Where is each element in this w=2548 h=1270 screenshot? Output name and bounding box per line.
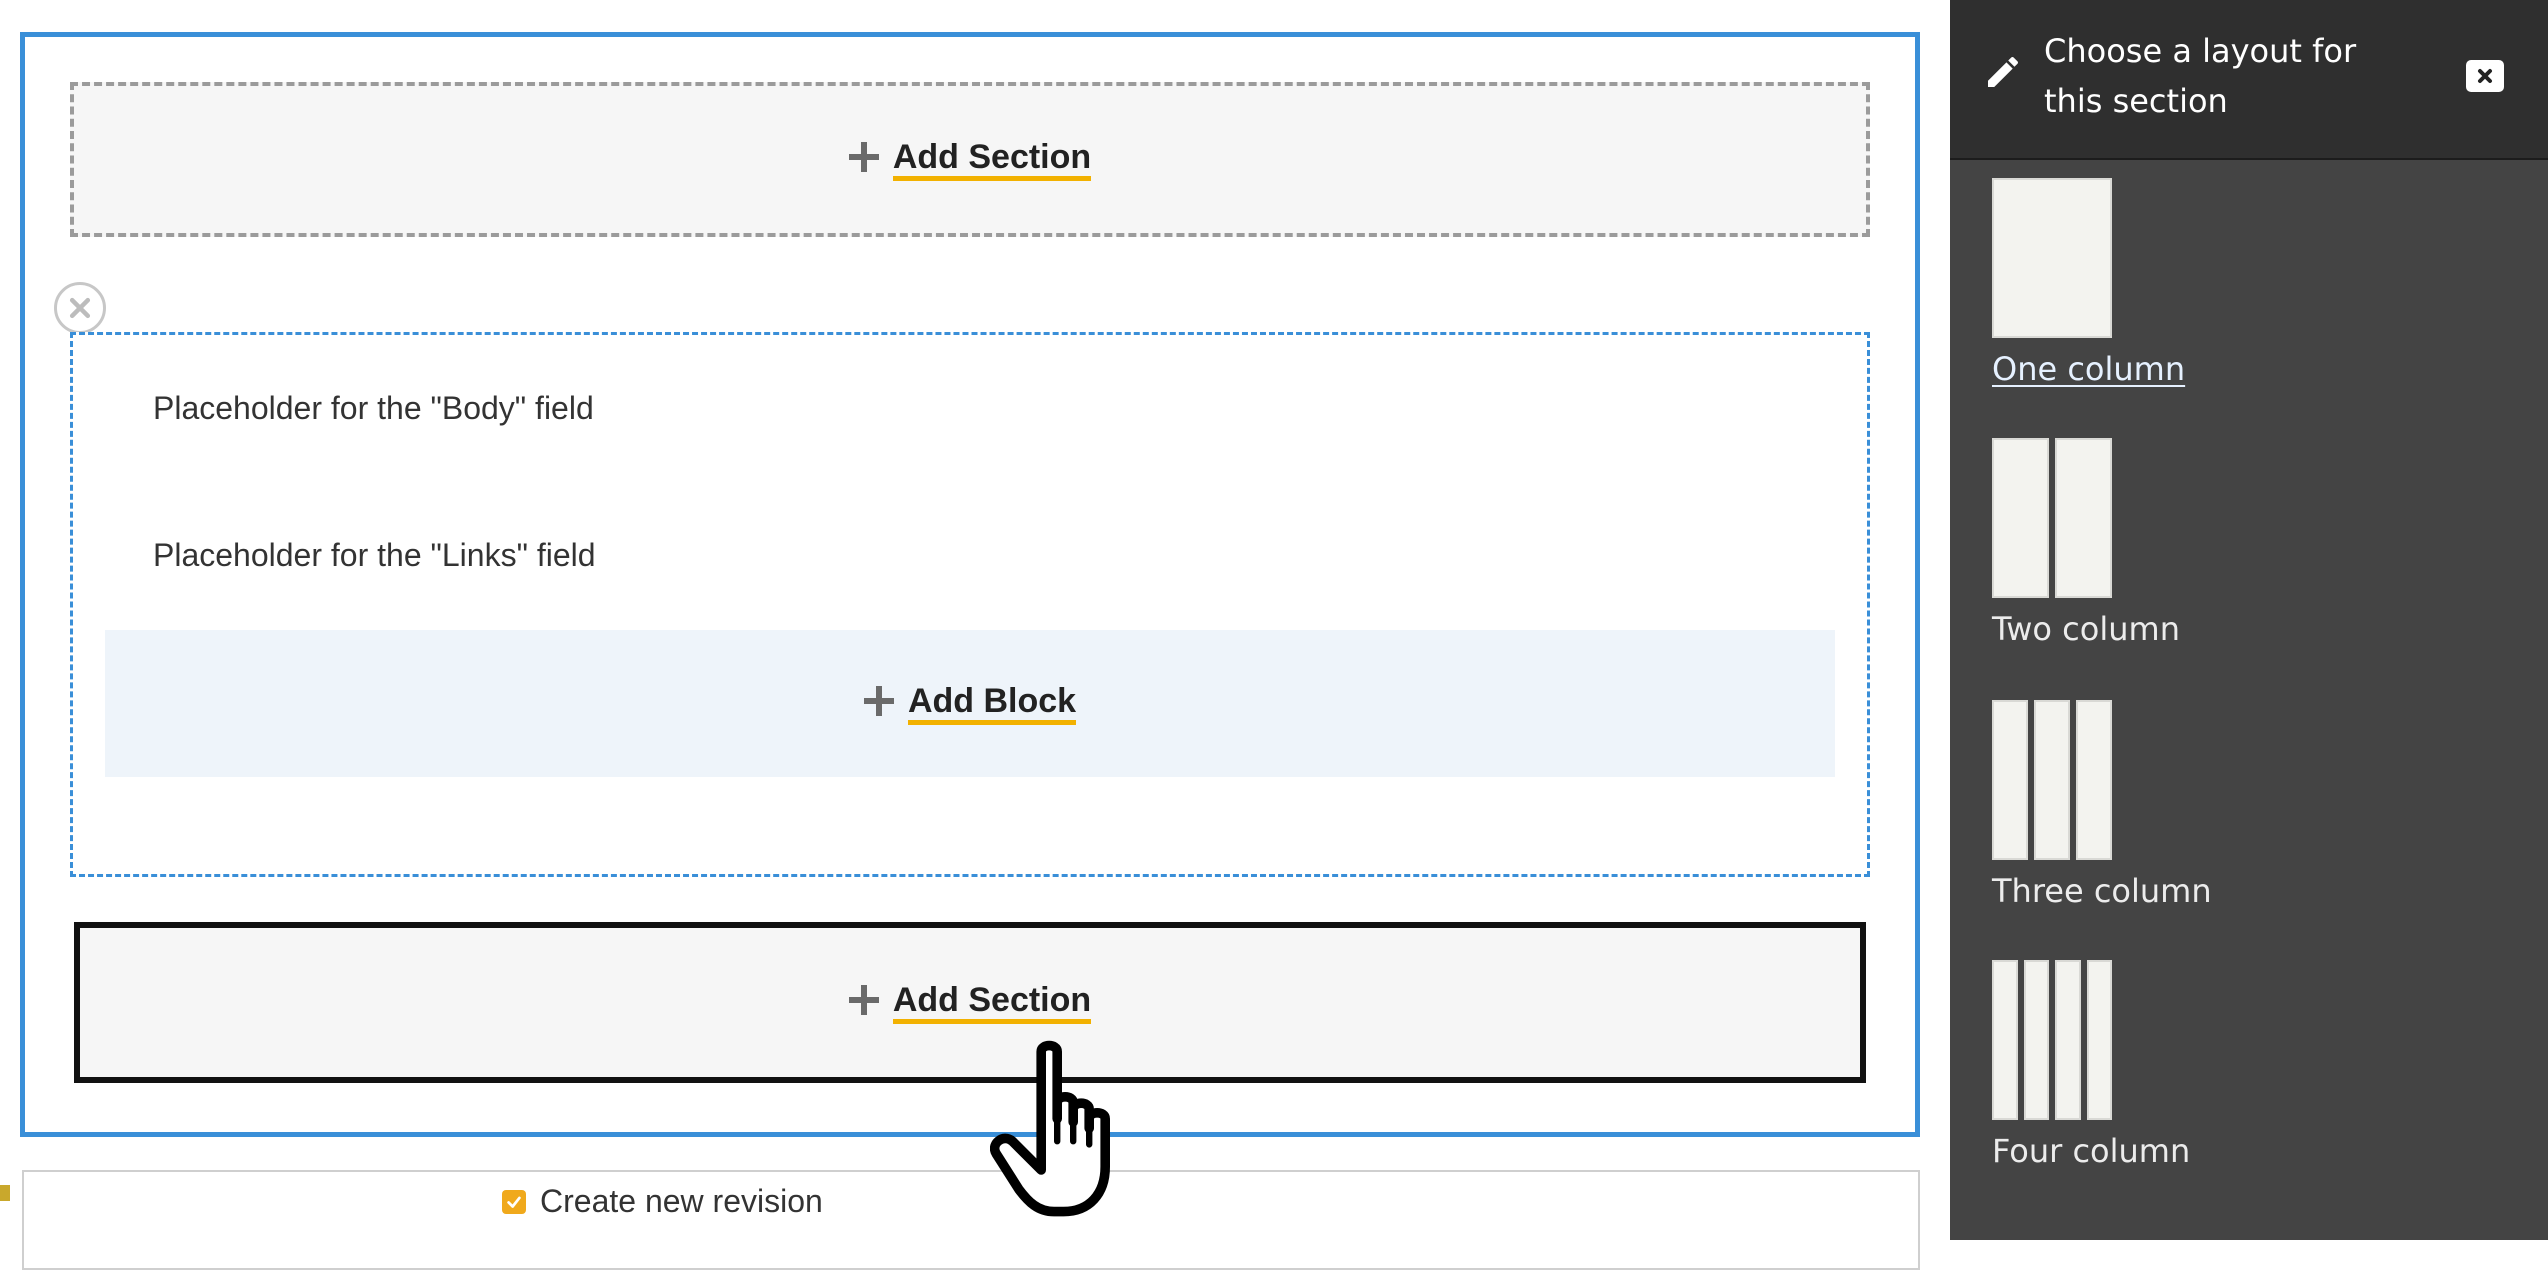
plus-icon [848,141,879,172]
layout-option-three-column[interactable]: Three column [1992,700,2292,910]
checkmark-icon [507,1196,521,1208]
add-section-link[interactable]: Add Section [848,982,1092,1024]
layout-thumbnail[interactable] [1992,178,2112,338]
add-block-link[interactable]: Add Block [863,683,1077,725]
layout-thumbnail[interactable] [1992,960,2112,1120]
remove-section-button[interactable] [54,282,106,334]
layout-thumbnail[interactable] [1992,700,2112,860]
panel-title: Choose a layout for this section [2044,32,2357,120]
layout-option-one-column[interactable]: One column [1992,178,2292,388]
close-panel-button[interactable] [2466,60,2504,92]
section-region [70,332,1870,877]
create-revision-row[interactable]: Create new revision [502,1183,823,1220]
layout-label[interactable]: One column [1992,350,2186,388]
panel-header [1950,0,2548,160]
layout-label[interactable]: Four column [1992,1132,2191,1170]
layout-label[interactable]: Two column [1992,610,2180,648]
add-section-label: Add Section [892,982,1092,1024]
add-block-label: Add Block [907,683,1077,725]
layout-option-two-column[interactable]: Two column [1992,438,2292,648]
add-section-bottom[interactable]: Add Section [74,922,1866,1083]
close-icon [69,297,91,319]
pointer-hand-icon [990,1040,1110,1217]
links-field-placeholder: Placeholder for the "Links" field [153,537,596,573]
layout-thumbnail[interactable] [1992,438,2112,598]
layout-label[interactable]: Three column [1992,872,2212,910]
add-section-link[interactable]: Add Section [848,139,1092,181]
close-icon [2478,69,2492,83]
add-section-label: Add Section [892,139,1092,181]
add-block-zone[interactable]: Add Block [105,630,1835,777]
body-field-placeholder: Placeholder for the "Body" field [153,390,594,426]
create-revision-checkbox[interactable] [502,1189,526,1214]
create-revision-label: Create new revision [540,1183,823,1219]
plus-icon [863,685,894,716]
plus-icon [848,984,879,1015]
add-section-top[interactable]: Add Section [70,82,1870,237]
revision-box [22,1170,1920,1270]
layout-option-four-column[interactable]: Four column [1992,960,2292,1170]
status-marker [0,1185,10,1201]
pencil-icon [1988,56,2019,87]
